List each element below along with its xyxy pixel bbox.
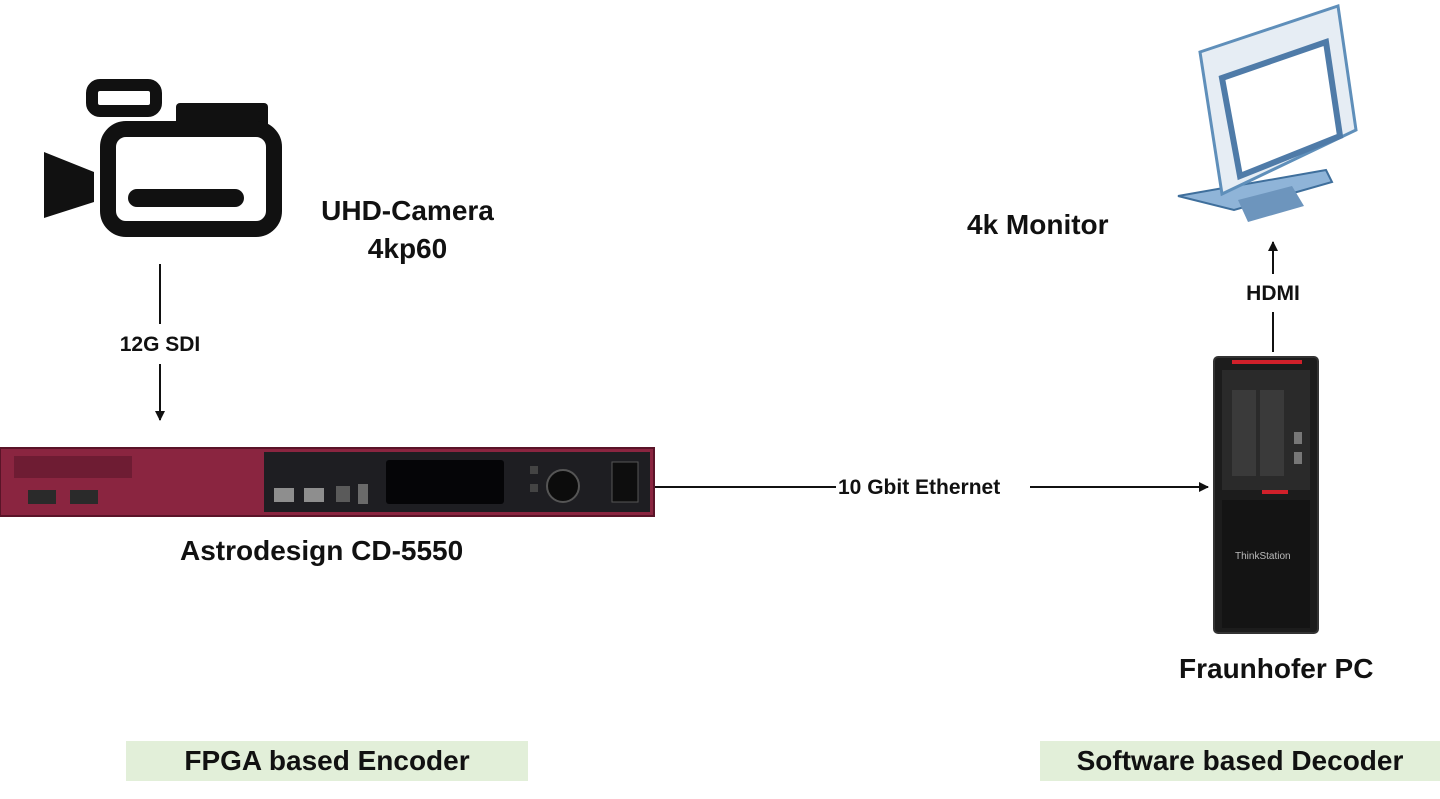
- link-ethernet-label: 10 Gbit Ethernet: [838, 476, 1001, 499]
- pc-brand-text: ThinkStation: [1235, 551, 1291, 562]
- monitor-label: 4k Monitor: [967, 209, 1109, 240]
- link-sdi-label: 12G SDI: [119, 333, 201, 356]
- encoder-label: Astrodesign CD-5550: [180, 535, 464, 566]
- decoder-section-badge: Software based Decoder: [1040, 741, 1440, 781]
- encoder-section-badge: FPGA based Encoder: [126, 741, 528, 781]
- pc-label: Fraunhofer PC: [1179, 653, 1374, 684]
- camera-label-line2: 4kp60: [367, 233, 448, 264]
- link-hdmi-label: HDMI: [1246, 282, 1300, 305]
- camera-label-line1: UHD-Camera: [321, 195, 494, 226]
